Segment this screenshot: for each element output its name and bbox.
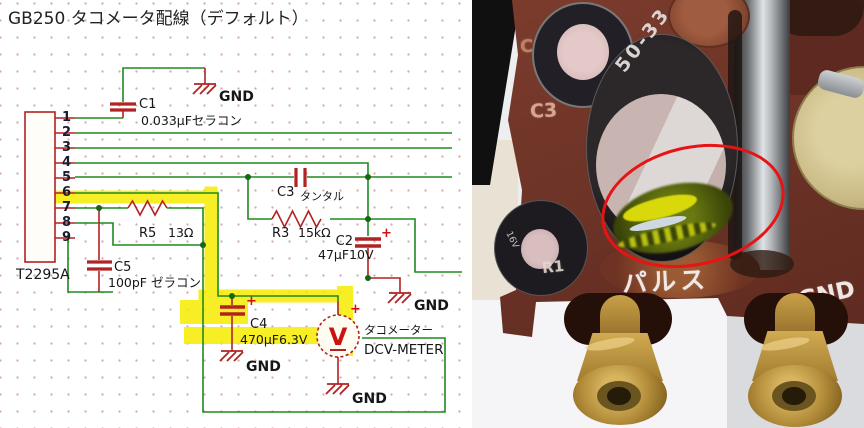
c1-ref: C1 xyxy=(139,97,156,112)
silkscreen-r1: R1 xyxy=(541,256,565,278)
c4-plus-mark: + xyxy=(246,294,257,309)
pin-number-7: 7 xyxy=(62,200,71,215)
gnd-label-1: GND xyxy=(219,89,254,105)
pin-number-2: 2 xyxy=(62,125,71,140)
capacitor-small-top-face xyxy=(557,24,609,80)
silkscreen-c-partial: C xyxy=(520,36,534,57)
pcb-photo-panel: 16V 50-33 C C3 R1 パルス GND xyxy=(472,0,864,428)
gnd-symbol-c2 xyxy=(387,292,412,304)
voltmeter-v-glyph: V xyxy=(329,323,348,351)
wires xyxy=(67,67,462,413)
c1-value: 0.033μFセラコン xyxy=(141,113,242,128)
c5-value: 100pF ゼラコン xyxy=(108,275,201,290)
terminal-lug-right xyxy=(742,293,852,428)
pin-number-5: 5 xyxy=(62,170,71,185)
bar-base-shadow xyxy=(730,250,794,278)
pin-number-6: 6 xyxy=(62,185,71,200)
gnd-label-2: GND xyxy=(414,298,449,314)
capacitor-c3-symbol xyxy=(294,168,307,187)
voltmeter-symbol xyxy=(316,301,360,384)
c3-ref: C3 xyxy=(277,185,294,200)
lug-right-hole xyxy=(782,387,806,405)
meter-plus-mark: + xyxy=(350,302,361,317)
meter-name-label: タコメーター xyxy=(364,323,433,337)
r5-value: 13Ω xyxy=(168,225,194,240)
pin-number-1: 1 xyxy=(62,110,71,125)
capacitor-c5-symbol xyxy=(87,208,112,292)
pin-number-4: 4 xyxy=(62,155,71,170)
c5-ref: C5 xyxy=(114,260,131,275)
capacitor-large: 50-33 xyxy=(586,3,741,265)
connector-box xyxy=(24,111,56,263)
component-symbols xyxy=(24,68,412,395)
gnd-symbol-c4 xyxy=(219,350,244,362)
gnd-symbol-c1 xyxy=(192,83,217,95)
c2-plus-mark: + xyxy=(381,226,392,241)
c2-value: 47μF10V xyxy=(318,247,374,262)
resistor-r3-symbol xyxy=(271,209,322,229)
capacitor-small-bottom: 16V xyxy=(494,200,588,296)
c2-ref: C2 xyxy=(336,234,353,249)
gnd-label-4: GND xyxy=(352,391,387,407)
c3-value: タンタル xyxy=(300,190,344,203)
gnd-label-3: GND xyxy=(246,359,281,375)
r3-ref: R3 xyxy=(272,226,289,241)
pin-number-8: 8 xyxy=(62,215,71,230)
schematic-panel: GB250 タコメータ配線（デフォルト） 1 2 3 4 5 6 7 8 9 T… xyxy=(0,0,462,428)
schematic-canvas: GB250 タコメータ配線（デフォルト） 1 2 3 4 5 6 7 8 9 T… xyxy=(8,8,462,413)
connector-ref-label: T2295A xyxy=(15,267,70,283)
metal-bracket-bar xyxy=(734,0,790,270)
resistor-r5-symbol xyxy=(127,199,168,217)
capacitor-c2-symbol xyxy=(355,237,401,293)
terminal-lug-left xyxy=(567,295,677,427)
pin-number-9: 9 xyxy=(62,230,71,245)
meter-type-label: DCV-METER xyxy=(364,342,443,358)
silkscreen-c3: C3 xyxy=(529,99,558,123)
lug-left-hole xyxy=(607,387,631,405)
r3-value: 15kΩ xyxy=(298,225,331,240)
pin-number-3: 3 xyxy=(62,140,71,155)
capacitor-c4-symbol xyxy=(220,296,245,351)
c4-value: 470μF6.3V xyxy=(240,332,308,347)
gnd-symbol-meter xyxy=(325,383,350,395)
capacitor-c1-symbol xyxy=(110,102,136,118)
schematic-title: GB250 タコメータ配線（デフォルト） xyxy=(8,8,309,29)
capacitor-small-bottom-face xyxy=(521,229,559,269)
junction-dots xyxy=(96,174,371,299)
c4-ref: C4 xyxy=(250,317,267,332)
r5-ref: R5 xyxy=(139,226,156,241)
small-cap-marking: 16V xyxy=(503,229,521,251)
